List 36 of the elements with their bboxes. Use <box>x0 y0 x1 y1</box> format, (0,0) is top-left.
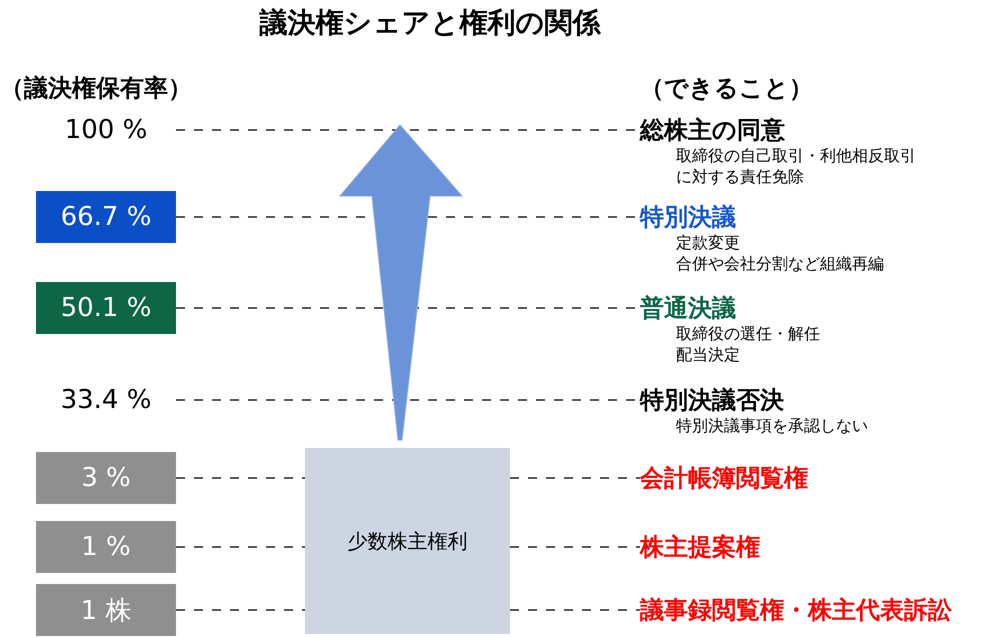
diagram-title: 議決権シェアと権利の関係 <box>258 5 602 41</box>
description-text: 特別決議事項を承認しない <box>676 415 869 436</box>
value-box <box>36 584 176 636</box>
percentage-label: 33.4 % <box>60 385 152 415</box>
column-header: （できること） <box>640 73 813 104</box>
right-heading: 普通決議 <box>640 293 736 323</box>
dashed-line <box>510 546 640 548</box>
value-box <box>36 521 176 573</box>
description-text: 取締役の自己取引・利他相反取引に対する責任免除 <box>676 145 916 187</box>
description-text: 取締役の選任・解任 <box>676 323 821 344</box>
right-heading: 株主提案権 <box>640 532 760 562</box>
percentage-label: 1 % <box>81 532 131 562</box>
dashed-line <box>176 609 305 611</box>
right-heading: 特別決議否決 <box>640 385 784 415</box>
dashed-line <box>176 477 305 479</box>
value-box <box>36 452 176 504</box>
column-header: （議決権保有率） <box>0 73 192 104</box>
right-heading: 特別決議 <box>640 202 736 232</box>
right-heading: 会計帳簿閲覧権 <box>640 463 808 493</box>
dashed-line <box>176 546 305 548</box>
dashed-line <box>510 609 640 611</box>
percentage-label: 1 株 <box>80 594 132 628</box>
description-text: 定款変更 <box>676 232 741 253</box>
value-box <box>36 191 176 243</box>
description-text: 配当決定 <box>676 344 741 365</box>
percentage-label: 100 % <box>64 115 148 145</box>
rights-label: 少数株主権利 <box>348 528 468 554</box>
percentage-label: 3 % <box>81 463 131 493</box>
percentage-label: 66.7 % <box>60 202 152 232</box>
right-heading: 総株主の同意 <box>640 115 785 145</box>
right-heading: 議事録閲覧権・株主代表訴訟 <box>640 595 952 625</box>
description-text: 合併や会社分割など組織再編 <box>676 253 885 274</box>
percentage-label: 50.1 % <box>60 293 152 323</box>
dashed-line <box>510 477 640 479</box>
value-box <box>36 282 176 334</box>
minority-rights-box <box>305 448 510 634</box>
